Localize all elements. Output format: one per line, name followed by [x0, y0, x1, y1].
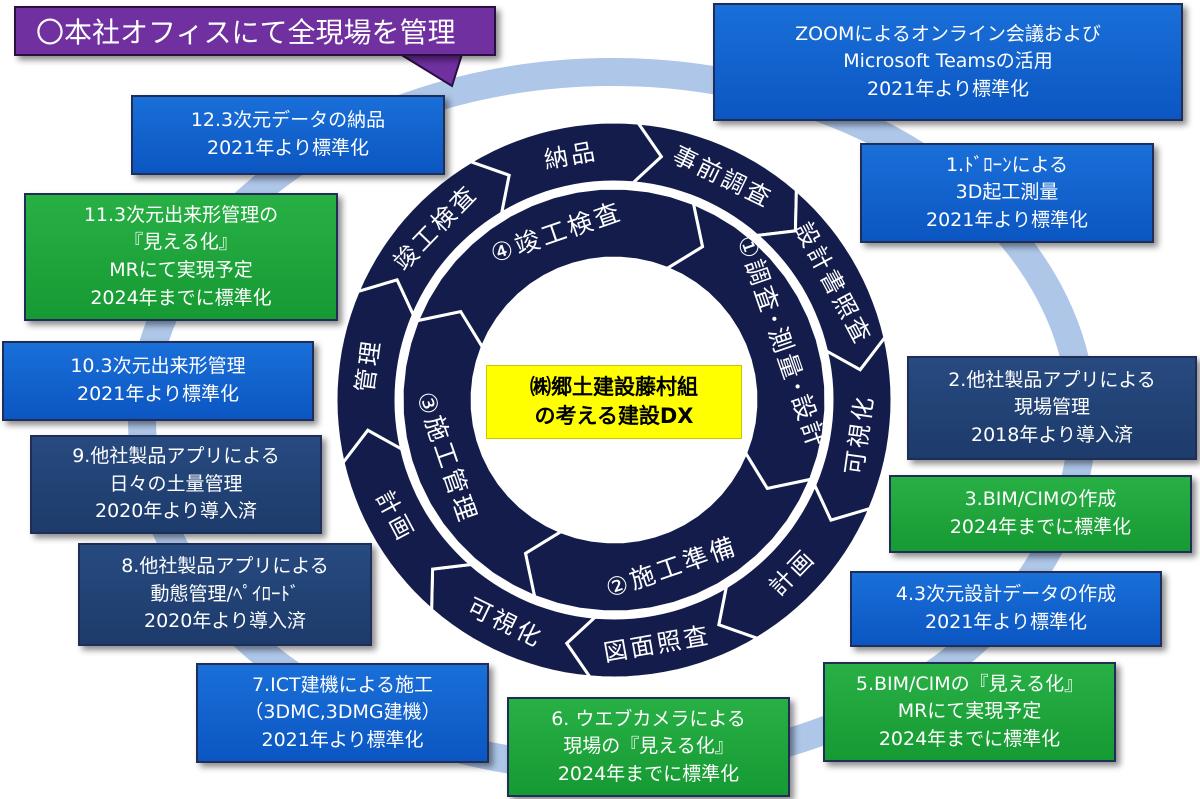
box-line: MRにて実現予定: [897, 700, 1042, 723]
box-line: 2.他社製品アプリによる: [948, 368, 1156, 391]
box-line: 9.他社製品アプリによる: [72, 445, 280, 468]
box-line: 2021年より標準化: [77, 383, 239, 405]
outer-ring-segment: [467, 120, 664, 217]
box-line: 『見える化』: [124, 231, 238, 254]
box-line: 1.ﾄﾞﾛｰﾝによる: [945, 153, 1069, 176]
box-line: 3D起工測量: [955, 181, 1059, 204]
center-label-line2: の考える建設DX: [534, 404, 694, 428]
box-line: 12.3次元データの納品: [190, 109, 386, 132]
bim-cim-visualization-box: 5.BIM/CIMの『見える化』 MRにて実現予定 2024年までに標準化: [823, 662, 1116, 762]
box-line: 5.BIM/CIMの『見える化』: [855, 672, 1084, 695]
box-line: MRにて実現予定: [109, 259, 253, 281]
box-line: 2021年より標準化: [925, 611, 1087, 633]
box-line: 7.ICT建機による施工: [251, 673, 434, 696]
box-line: 3.BIM/CIMの作成: [964, 488, 1117, 511]
3d-as-built-box: 10.3次元出来形管理 2021年より標準化: [2, 341, 314, 421]
box-line: 6. ウエブカメラによる: [551, 707, 746, 730]
box-line: 2021年より標準化: [261, 728, 424, 751]
box-line: 11.3次元出来形管理の: [83, 203, 279, 226]
earthwork-management-box: 9.他社製品アプリによる日々の土量管理 2020年より導入済: [30, 435, 322, 534]
box-line: 2021年より標準化: [867, 77, 1029, 100]
3d-data-delivery-box: 12.3次元データの納品 2021年より標準化: [131, 95, 445, 175]
box-line: Microsoft Teamsの活用: [843, 50, 1053, 73]
zoom-teams-box: ZOOMによるオンライン会議および Microsoft Teamsの活用 2021年…: [713, 3, 1183, 121]
drone-survey-box: 1.ﾄﾞﾛｰﾝによる 3D起工測量 2021年より標準化: [860, 143, 1154, 243]
box-line: （3DMC,3DMG建機）: [244, 701, 441, 724]
box-line: ZOOMによるオンライン会議および: [795, 22, 1101, 45]
box-line: 2020年より導入済: [95, 500, 257, 523]
3d-design-data-box: 4.3次元設計データの作成 2021年より標準化: [850, 571, 1162, 647]
box-line: 2020年より導入済: [144, 610, 306, 633]
as-built-visualization-box: 11.3次元出来形管理の『見える化』 MRにて実現予定 2024年までに標準化: [24, 193, 338, 321]
box-line: 2024年までに標準化: [90, 286, 272, 309]
payload-management-box: 8.他社製品アプリによる動態管理/ﾍﾟｲﾛｰﾄﾞ 2020年より導入済: [78, 543, 372, 646]
box-line: 10.3次元出来形管理: [70, 355, 246, 378]
center-label-line1: ㈱郷土建設藤村組: [530, 374, 698, 399]
inner-ring-segment: [414, 186, 705, 350]
ict-construction-box: 7.ICT建機による施工 （3DMC,3DMG建機） 2021年より標準化: [196, 663, 489, 763]
headline-banner: 〇本社オフィスにて全現場を管理: [14, 6, 496, 56]
center-label: ㈱郷土建設藤村組 の考える建設DX: [486, 365, 742, 439]
bim-cim-creation-box: 3.BIM/CIMの作成 2024年までに標準化: [889, 475, 1192, 553]
box-line: 2024年までに標準化: [557, 762, 740, 785]
box-line: 4.3次元設計データの作成: [895, 583, 1117, 606]
box-line: 現場管理: [1013, 396, 1090, 419]
box-line: 2024年までに標準化: [949, 516, 1132, 538]
box-line: 8.他社製品アプリによる: [121, 555, 329, 578]
box-line: 2018年より導入済: [971, 423, 1133, 446]
site-management-app-box: 2.他社製品アプリによる現場管理 2018年より導入済: [907, 356, 1197, 460]
webcam-visualization-box: 6. ウエブカメラによる現場の『見える化』 2024年までに標準化: [507, 697, 790, 797]
box-line: 2024年までに標準化: [878, 727, 1061, 750]
box-line: 日々の土量管理: [109, 472, 243, 495]
box-line: 現場の『見える化』: [563, 735, 734, 758]
box-line: 2021年より標準化: [926, 208, 1088, 231]
box-line: 動態管理/ﾍﾟｲﾛｰﾄﾞ: [150, 582, 300, 605]
box-line: 2021年より標準化: [207, 137, 369, 159]
